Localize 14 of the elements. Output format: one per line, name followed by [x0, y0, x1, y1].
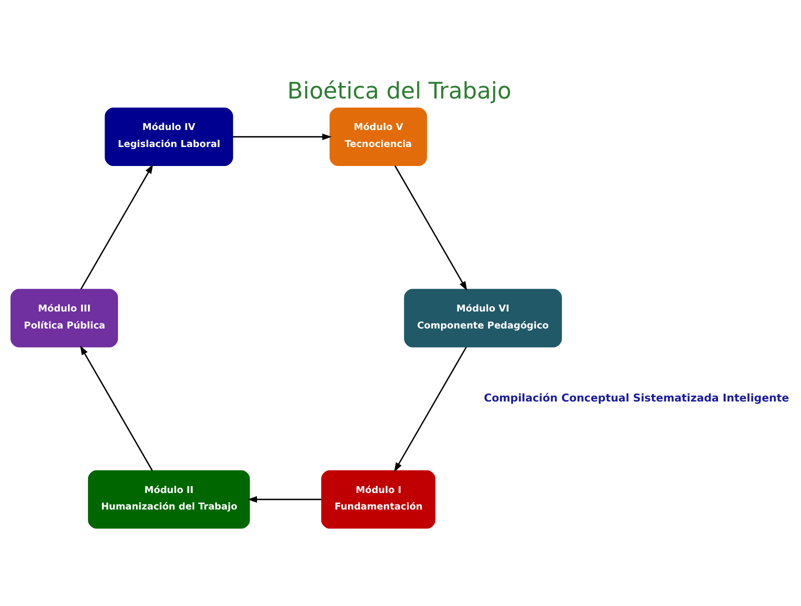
arrow [80, 345, 153, 471]
node-box: Módulo IV Legislación Laboral [104, 108, 234, 166]
arrow [80, 164, 154, 290]
label: Compilación Conceptual Sistematizada Inteligente [484, 391, 790, 404]
arrow [394, 165, 468, 291]
node-box: Módulo VI Componente Pedagógico [404, 288, 562, 348]
arrow [232, 134, 332, 140]
node-box: Módulo III Política Pública [10, 288, 118, 348]
node-box: Módulo V Tecnociencia [330, 108, 427, 166]
arrow [248, 496, 322, 503]
diagram-title: Bioética del Trabajo [287, 78, 512, 105]
node-box: Módulo II Humanización del Trabajo [88, 470, 250, 529]
arrow [394, 346, 467, 472]
node-box: Módulo I Fundamentación [321, 470, 436, 529]
